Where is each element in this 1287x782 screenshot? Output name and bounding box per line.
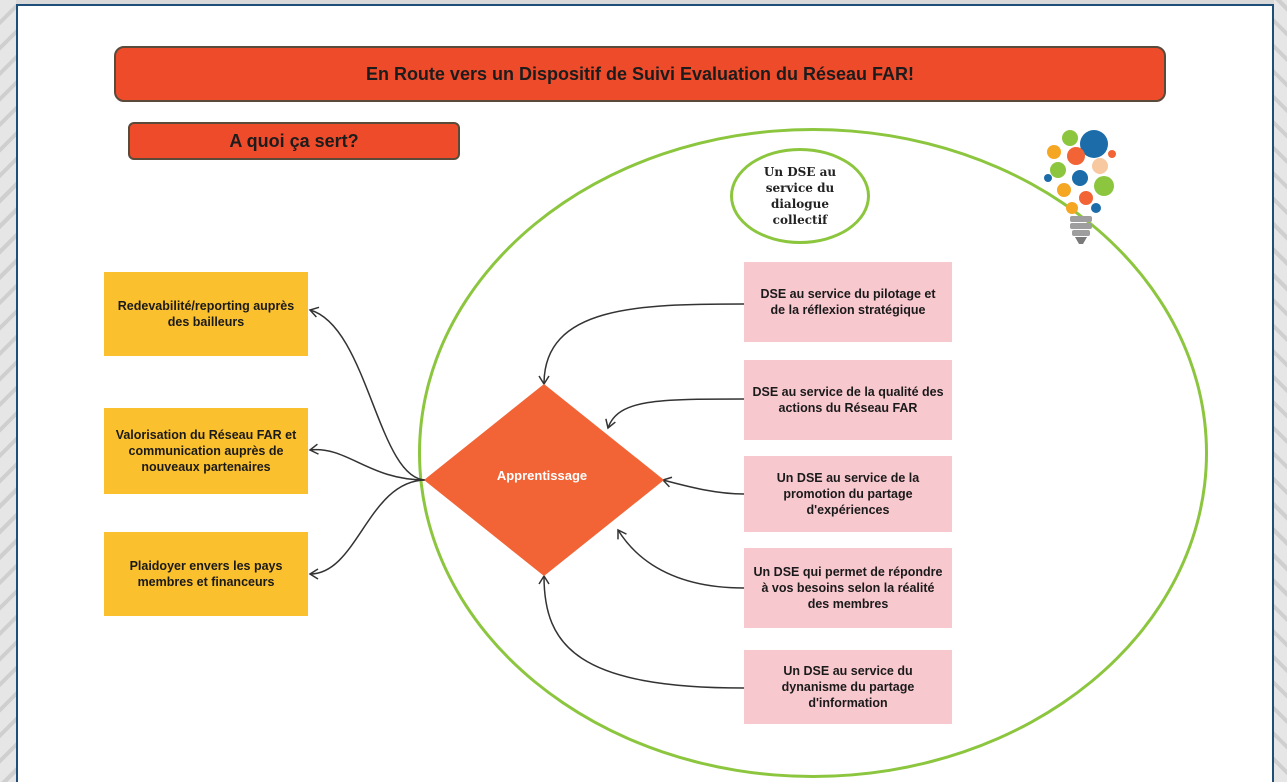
slide: En Route vers un Dispositif de Suivi Eva…: [16, 4, 1274, 782]
output-box-plaidoyer: Plaidoyer envers les pays membres et fin…: [104, 532, 308, 616]
arrow-output-3: [308, 479, 427, 580]
input-box-qualite: DSE au service de la qualité des actions…: [744, 360, 952, 440]
background-pattern-right: [1274, 0, 1287, 782]
dialogue-circle: Un DSE au service du dialogue collectif: [730, 148, 870, 244]
outer-circle: [418, 128, 1208, 778]
lightbulb-icon: [1044, 130, 1116, 244]
arrow-input-2: [605, 398, 745, 430]
background-pattern-left: [0, 0, 16, 782]
slide-title: En Route vers un Dispositif de Suivi Eva…: [114, 46, 1166, 102]
arrow-input-1: [538, 303, 745, 386]
slide-subtitle: A quoi ça sert?: [128, 122, 460, 160]
arrow-input-5: [538, 574, 745, 689]
arrow-output-2: [308, 443, 427, 481]
input-box-besoins: Un DSE qui permet de répondre à vos beso…: [744, 548, 952, 628]
connectors: [308, 303, 745, 689]
input-box-promotion: Un DSE au service de la promotion du par…: [744, 456, 952, 532]
arrow-input-4: [617, 528, 745, 589]
input-box-pilotage: DSE au service du pilotage et de la réfl…: [744, 262, 952, 342]
output-box-valorisation: Valorisation du Réseau FAR et communicat…: [104, 408, 308, 494]
input-box-dynamisme: Un DSE au service du dynanisme du partag…: [744, 650, 952, 724]
output-box-redevabilite: Redevabilité/reporting auprès des baille…: [104, 272, 308, 356]
arrow-input-3: [661, 476, 745, 495]
apprentissage-diamond: [424, 384, 664, 576]
apprentissage-label: Apprentissage: [496, 468, 588, 483]
arrow-output-1: [308, 306, 427, 481]
